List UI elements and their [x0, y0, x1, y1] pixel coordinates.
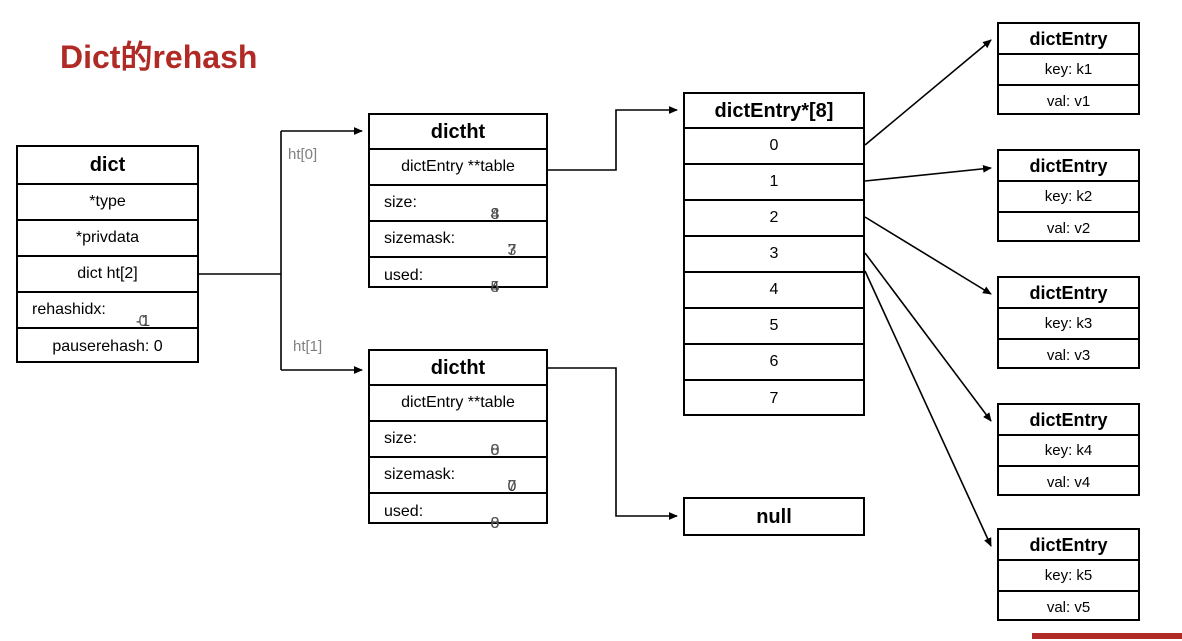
dictht1-field-sizemask-value: 0 7	[482, 467, 542, 495]
dictht0-field-sizemask: sizemask: 7 3	[370, 222, 546, 259]
slide-accent-bar	[1032, 633, 1182, 639]
dictentry-box-2: dictEntry key: k2 val: v2	[997, 149, 1140, 242]
dict-header: dict	[18, 147, 197, 185]
dictht1-header: dictht	[370, 351, 546, 386]
dictentry-val: val: v4	[1046, 474, 1091, 491]
dictht1-field-size-label: size:	[384, 430, 417, 447]
ghost-digit-b: 7	[507, 478, 517, 495]
ghost-digit-b: 0	[138, 313, 148, 330]
dictht1-field-size-value: 0 8	[465, 431, 525, 459]
wire-label-ht0: ht[0]	[288, 146, 318, 163]
dictht1-field-size: size: 0 8	[370, 422, 546, 459]
dictht0-field-used-label: used:	[384, 267, 424, 284]
dictentry-key: key: k1	[999, 55, 1138, 86]
ghost-digit-a: 0	[490, 515, 500, 532]
array-slot-5: 5	[685, 309, 863, 345]
dictentry-box-1: dictEntry key: k1 val: v1	[997, 22, 1140, 115]
dictentry-header: dictEntry	[999, 24, 1138, 55]
dict-struct-box: dict *type *privdata dict ht[2] rehashid…	[16, 145, 199, 363]
dictht0-field-size-value: 8 4	[465, 195, 525, 223]
null-node-box: null	[683, 497, 865, 536]
dictentry-val: val: v5	[1046, 599, 1091, 616]
dict-field-ht: dict ht[2]	[18, 257, 197, 293]
ghost-digit-b: 8	[490, 442, 500, 459]
dictentry-key: key: k4	[999, 436, 1138, 467]
dict-field-rehashidx-label: rehashidx:	[32, 301, 106, 318]
dictht1-box: dictht dictEntry **table size: 0 8 sizem…	[368, 349, 548, 532]
ghost-digit-b: 4	[490, 206, 500, 223]
dictht1-field-used-value: 0 8	[465, 504, 525, 532]
dictentry-box-4: dictEntry key: k4 val: v4	[997, 403, 1140, 496]
array-slot-1: 1	[685, 165, 863, 201]
wire-label-ht1: ht[1]	[293, 338, 323, 355]
dictentry-header: dictEntry	[999, 151, 1138, 182]
dictentry-key: key: k3	[999, 309, 1138, 340]
dictentry-val: val: v2	[1046, 220, 1091, 237]
dictht0-field-sizemask-label: sizemask:	[384, 230, 456, 247]
dictht0-field-size: size: 8 4	[370, 186, 546, 223]
dictht0-box: dictht dictEntry **table size: 8 4 sizem…	[368, 113, 548, 296]
title-suffix: rehash	[152, 39, 258, 75]
dictentry-array-header: dictEntry*[8]	[685, 94, 863, 129]
dictht0-field-used-value: 4 5	[465, 268, 525, 296]
ghost-digit-b: 8	[490, 515, 500, 532]
null-node-label: null	[756, 505, 792, 528]
dictentry-header: dictEntry	[999, 278, 1138, 309]
dictentry-box-3: dictEntry key: k3 val: v3	[997, 276, 1140, 369]
dictentry-header: dictEntry	[999, 405, 1138, 436]
ghost-digit-a: 4	[490, 279, 500, 296]
dictht1-table-pointer: dictEntry **table	[370, 386, 546, 422]
ghost-digit-b: 5	[490, 279, 500, 296]
dictht0-field-size-label: size:	[384, 194, 417, 211]
array-slot-2: 2	[685, 201, 863, 237]
dictht0-table-pointer: dictEntry **table	[370, 150, 546, 186]
array-slot-0: 0	[685, 129, 863, 165]
dictentry-key: key: k2	[999, 182, 1138, 213]
dictentry-key: key: k5	[999, 561, 1138, 592]
title-cjk: 的	[120, 39, 153, 75]
dictht0-field-used: used: 4 5	[370, 258, 546, 296]
dictht1-field-used-label: used:	[384, 503, 424, 520]
dictentry-array-box: dictEntry*[8] 0 1 2 3 4 5 6 7	[683, 92, 865, 416]
dictht1-field-used: used: 0 8	[370, 494, 546, 532]
array-slot-7: 7	[769, 390, 779, 407]
array-slot-4: 4	[685, 273, 863, 309]
array-slot-3: 3	[685, 237, 863, 273]
dictentry-val: val: v3	[1046, 347, 1091, 364]
dict-field-privdata: *privdata	[18, 221, 197, 257]
dictht0-field-sizemask-value: 7 3	[482, 231, 542, 259]
ghost-digit-a: -1	[135, 313, 151, 330]
dictht0-header: dictht	[370, 115, 546, 150]
dictentry-header: dictEntry	[999, 530, 1138, 561]
ghost-digit-b: 3	[507, 242, 517, 259]
dictentry-val: val: v1	[1046, 93, 1091, 110]
dict-field-rehashidx-value: -1 0	[113, 302, 173, 330]
ghost-digit-a: 8	[490, 206, 500, 223]
ghost-digit-a: 0	[507, 478, 517, 495]
dict-field-pauserehash: pauserehash: 0	[52, 338, 163, 355]
dictht1-field-sizemask-label: sizemask:	[384, 466, 456, 483]
dict-field-rehashidx: rehashidx: -1 0	[18, 293, 197, 330]
ghost-digit-a: 0	[490, 442, 500, 459]
array-slot-6: 6	[685, 345, 863, 381]
page-title: Dict的rehash	[60, 32, 257, 78]
dictht1-field-sizemask: sizemask: 0 7	[370, 458, 546, 495]
dict-field-type: *type	[18, 185, 197, 221]
dictentry-box-5: dictEntry key: k5 val: v5	[997, 528, 1140, 621]
title-prefix: Dict	[60, 39, 121, 75]
ghost-digit-a: 7	[507, 242, 517, 259]
